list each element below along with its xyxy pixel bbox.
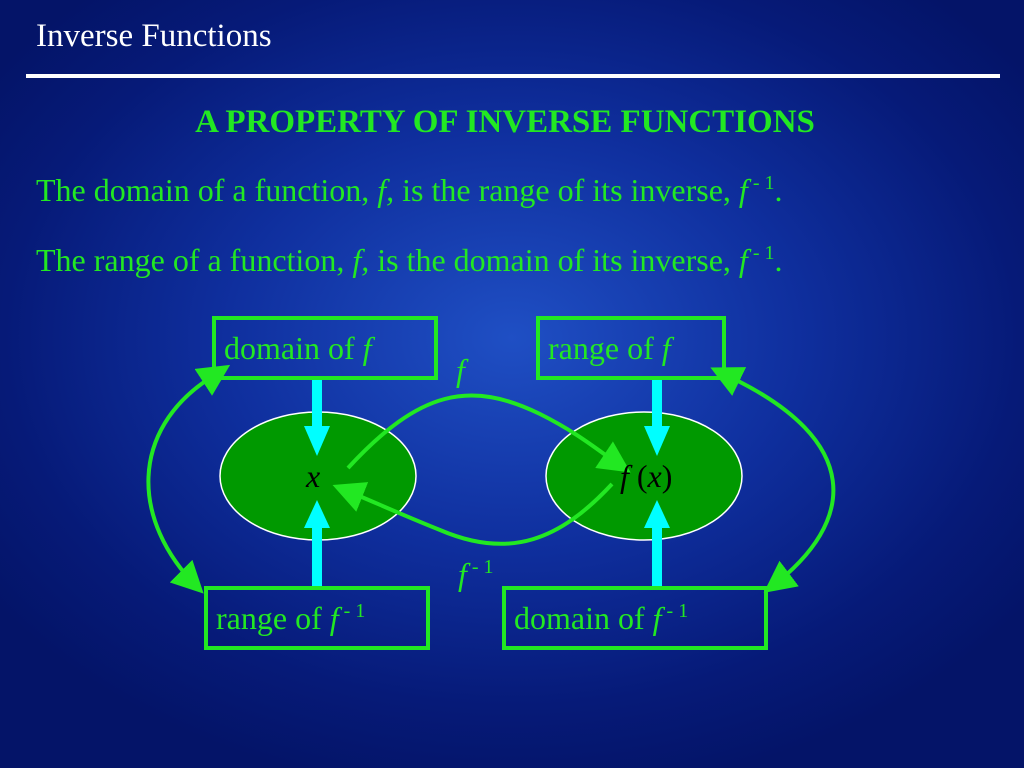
statement-domain: The domain of a function, f, is the rang… [36,172,782,209]
box-range-of-f: range of f [536,316,726,380]
box-range-of-f-inverse-exponent: - 1 [338,600,366,622]
slide-title: Inverse Functions [36,18,272,54]
statement-domain-f: f, [377,172,395,208]
box-domain-of-f-symbol: f [362,330,372,366]
f-inverse-arrow-label-exponent: - 1 [466,556,494,578]
cyan-arrow-down-right [644,380,670,456]
box-domain-of-f-inverse-text: domain of [514,600,653,636]
f-arrow-label: f [456,352,465,389]
statement-domain-f-inverse: f [738,172,748,208]
node-x-symbol: x [306,458,321,494]
f-inverse-arrow-label: f - 1 [458,556,494,593]
statement-domain-end: . [774,172,783,208]
slide-heading: A PROPERTY OF INVERSE FUNCTIONS [195,104,815,140]
cyan-arrow-up-left [304,500,330,586]
f-arrow-label-symbol: f [456,352,465,388]
node-f-of-x-label: f (x) [620,458,672,495]
box-domain-of-f-inverse-exponent: - 1 [661,600,689,622]
cyan-arrow-up-right [644,500,670,586]
statement-range: The range of a function, f, is the domai… [36,242,782,279]
cyan-arrow-down-left [304,380,330,456]
box-domain-of-f-text: domain of [224,330,363,366]
statement-domain-middle: is the range of its inverse, [394,172,739,208]
box-range-of-f-symbol: f [661,330,671,366]
box-domain-of-f: domain of f [212,316,438,380]
statement-range-exponent: - 1 [747,242,775,264]
statement-range-f-inverse: f [738,242,748,278]
node-f-of-x-f: f [620,458,629,494]
right-correspondence-arrow [710,367,836,593]
node-f-of-x-open-paren: ( [628,458,648,494]
box-range-of-f-inverse: range of f - 1 [204,586,430,650]
node-f-of-x-close-paren: ) [661,458,673,494]
statement-range-end: . [774,242,783,278]
f-inverse-mapping-arrow [332,482,614,546]
f-inverse-arrow-label-symbol: f [458,556,467,592]
statement-domain-exponent: - 1 [747,172,775,194]
statement-range-f: f, [352,242,370,278]
f-mapping-arrow [346,393,631,473]
box-range-of-f-inverse-symbol: f [329,600,339,636]
box-range-of-f-inverse-text: range of [216,600,330,636]
box-domain-of-f-inverse-symbol: f [652,600,662,636]
statement-range-middle: is the domain of its inverse, [369,242,739,278]
statement-range-prefix: The range of a function, [36,242,353,278]
left-correspondence-arrow [146,364,231,594]
box-domain-of-f-inverse: domain of f - 1 [502,586,768,650]
node-f-of-x-x: x [647,458,662,494]
title-divider [26,74,1000,78]
statement-domain-prefix: The domain of a function, [36,172,378,208]
node-x-label: x [306,458,320,495]
box-range-of-f-text: range of [548,330,662,366]
